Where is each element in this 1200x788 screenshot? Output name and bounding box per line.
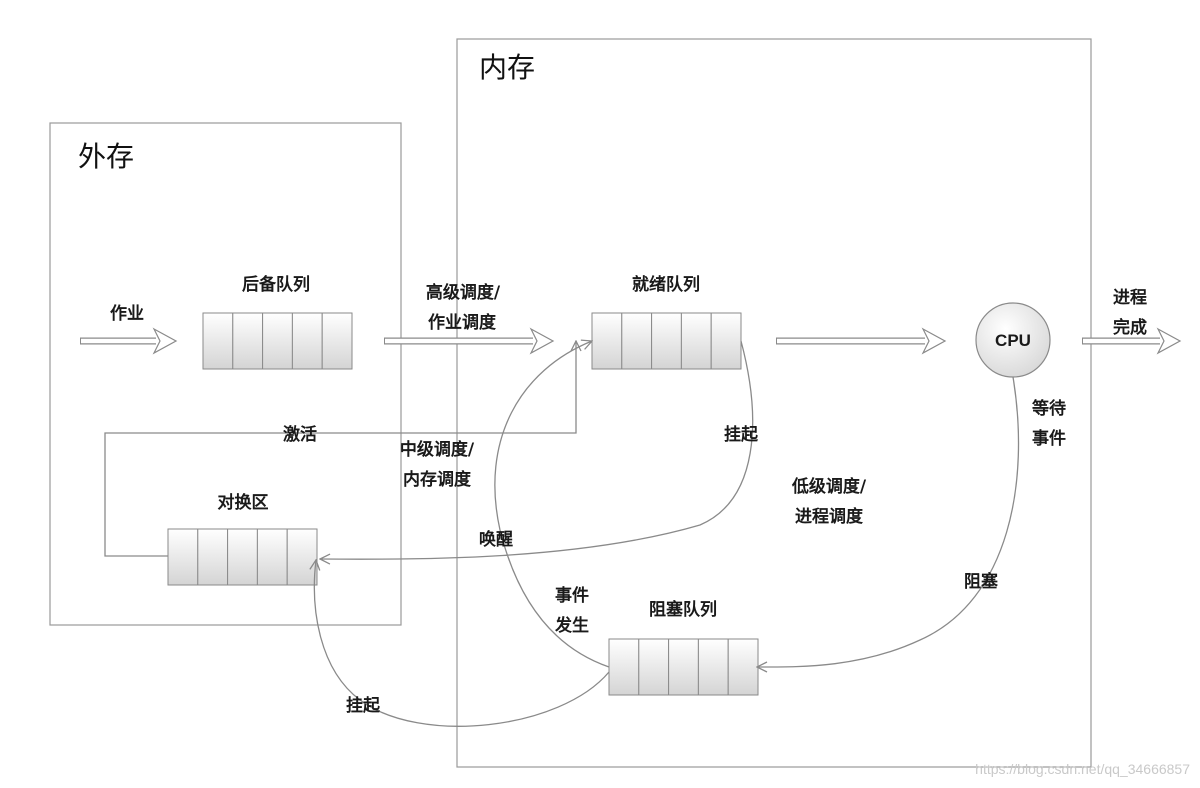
block-label: 阻塞 bbox=[964, 571, 999, 592]
ready-queue-cell bbox=[651, 312, 682, 370]
wakeup-arrow bbox=[494, 341, 610, 668]
low-level-label-2: 进程调度 bbox=[795, 506, 864, 527]
wait-event-label-1: 等待 bbox=[1032, 398, 1066, 419]
mid-level-label-1: 中级调度/ bbox=[400, 439, 475, 460]
watermark: https://blog.csdn.net/qq_34666857 bbox=[975, 761, 1190, 777]
event-occurs-label-1: 事件 bbox=[555, 585, 589, 606]
blocked-queue-cell bbox=[668, 638, 699, 696]
high-level-arrow bbox=[384, 327, 555, 355]
backup-queue-cell bbox=[232, 312, 264, 370]
ready-queue-cell bbox=[621, 312, 653, 370]
swap-area-queue-cell bbox=[197, 528, 229, 586]
blocked-queue-cell bbox=[697, 638, 729, 696]
ready-queue-cell bbox=[591, 312, 623, 370]
low-level-label-1: 低级调度/ bbox=[791, 476, 867, 497]
backup-queue-cell bbox=[262, 312, 293, 370]
wait-event-label-2: 事件 bbox=[1032, 428, 1066, 449]
queues bbox=[167, 312, 759, 696]
activate-arrow bbox=[104, 341, 576, 557]
swap-area-queue-cell bbox=[286, 528, 318, 586]
backup-queue bbox=[202, 312, 353, 370]
activate-label: 激活 bbox=[283, 424, 317, 445]
done-arrow bbox=[1082, 327, 1182, 355]
swap-area-queue-cell bbox=[167, 528, 199, 586]
ready-queue-cell bbox=[710, 312, 742, 370]
block-arrow bbox=[757, 376, 1020, 667]
suspend-blocked-label: 挂起 bbox=[346, 695, 381, 716]
ready-queue-label: 就绪队列 bbox=[632, 274, 700, 295]
fat-arrows bbox=[80, 327, 1182, 355]
ready-queue bbox=[591, 312, 742, 370]
suspend-ready-label: 挂起 bbox=[724, 424, 759, 445]
blocked-queue-cell bbox=[638, 638, 670, 696]
high-level-label-1: 高级调度/ bbox=[426, 282, 501, 303]
backup-queue-label: 后备队列 bbox=[242, 274, 310, 295]
done-label-1: 进程 bbox=[1113, 288, 1147, 308]
blocked-queue bbox=[608, 638, 759, 696]
external-storage-title: 外存 bbox=[78, 140, 134, 173]
done-label-2: 完成 bbox=[1113, 317, 1147, 338]
suspend-blocked-arrow bbox=[314, 560, 610, 727]
backup-queue-cell bbox=[321, 312, 353, 370]
swap-area-queue bbox=[167, 528, 318, 586]
swap-area-queue-cell bbox=[227, 528, 258, 586]
backup-queue-cell bbox=[202, 312, 234, 370]
low-level-arrow bbox=[776, 327, 947, 355]
blocked-queue-label: 阻塞队列 bbox=[649, 599, 717, 620]
wakeup-label: 唤醒 bbox=[479, 529, 513, 550]
swap-area-label: 对换区 bbox=[218, 492, 269, 513]
memory-title: 内存 bbox=[479, 51, 535, 84]
job-arrow bbox=[80, 327, 178, 355]
blocked-queue-cell bbox=[608, 638, 640, 696]
ready-queue-cell bbox=[680, 312, 712, 370]
backup-queue-cell bbox=[291, 312, 323, 370]
event-occurs-label-2: 发生 bbox=[554, 615, 589, 636]
mid-level-label-2: 内存调度 bbox=[403, 469, 472, 490]
cpu-label: CPU bbox=[995, 331, 1031, 350]
high-level-label-2: 作业调度 bbox=[428, 312, 497, 333]
suspend-ready-arrow bbox=[320, 340, 754, 559]
swap-area-queue-cell bbox=[256, 528, 288, 586]
memory-box bbox=[456, 38, 1092, 768]
blocked-queue-cell bbox=[727, 638, 759, 696]
job-label: 作业 bbox=[110, 303, 144, 324]
